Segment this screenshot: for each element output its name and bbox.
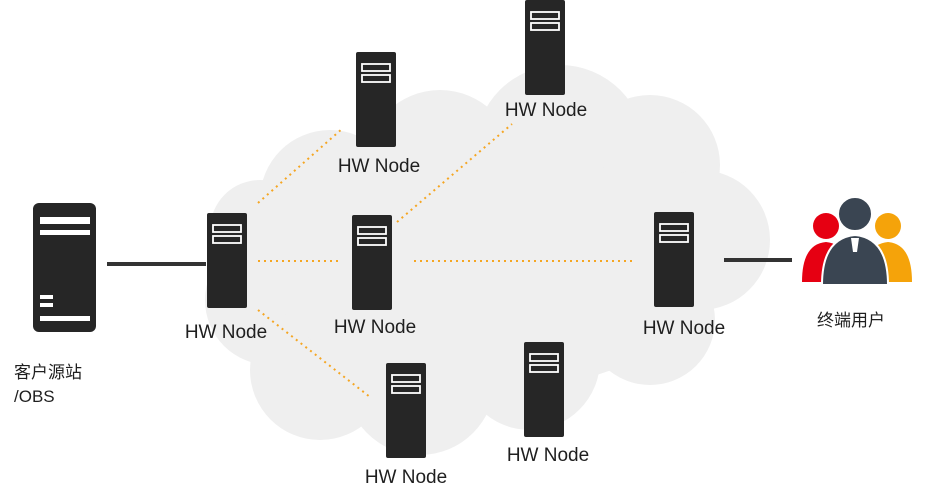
- link-n3-n4: [396, 123, 513, 223]
- end-users-label: 终端用户: [817, 311, 885, 330]
- hw-node-1-label: HW Node: [184, 322, 268, 343]
- hw-node-2-label: HW Node: [337, 156, 421, 177]
- hw-node-3-label: HW Node: [333, 317, 417, 338]
- hw-node-2-server-icon: [355, 51, 397, 148]
- end-users-icon: [802, 196, 912, 286]
- origin-server-icon: [33, 203, 96, 332]
- hw-node-7-label: HW Node: [642, 318, 726, 339]
- link-n1-n2: [257, 127, 344, 204]
- hw-node-5-server-icon: [385, 362, 427, 459]
- hw-node-5-label: HW Node: [364, 467, 448, 488]
- hw-node-4-server-icon: [524, 0, 566, 96]
- hw-node-3-server-icon: [351, 214, 393, 311]
- hw-node-1-server-icon: [206, 212, 248, 309]
- hw-node-7-server-icon: [653, 211, 695, 308]
- origin-label-line1: 客户源站: [14, 363, 82, 382]
- origin-label-line2: /OBS: [14, 387, 55, 406]
- hw-node-4-label: HW Node: [504, 100, 588, 121]
- hw-node-6-label: HW Node: [506, 445, 590, 466]
- hw-node-6-server-icon: [523, 341, 565, 438]
- origin-label: 客户源站 /OBS: [14, 361, 82, 409]
